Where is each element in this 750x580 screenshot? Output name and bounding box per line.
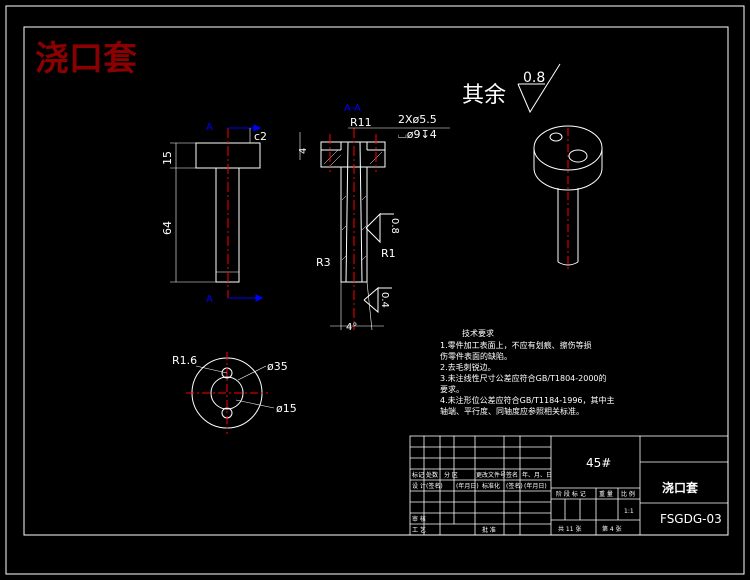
dim-height-main: 64 [161,221,174,235]
plan-centerlines [186,352,268,434]
note-line: 4.未注形位公差应符合GB/T1184-1996，其中主 [440,395,615,405]
surface-note-label: 其余 [462,83,506,108]
dim-height-top: 15 [161,151,174,165]
drawing-title: 浇口套 [35,39,137,79]
tb-sheets-total: 共 11 张 [558,525,581,533]
dim-radius-bottom: R3 [316,256,331,269]
tb-scale: 1:1 [624,508,634,515]
surface-roughness-value: 0.8 [523,70,545,86]
tb-material: 45# [586,456,611,470]
inner-frame [23,26,729,536]
tb-stage-label: 阶 段 标 记 [556,490,586,498]
tb-sign-cell: 标准化 [482,482,500,490]
dim-plan-radius: R1.6 [172,354,197,367]
section-label: A-A [344,103,361,114]
plan-dims [195,365,275,409]
cut-letter-bottom: A [206,294,213,305]
tb-sign-cell: 设 计 [412,482,426,490]
tb-weight-label: 重 量 [599,490,613,498]
roughness-symbol [517,63,561,114]
note-line: 轴端、平行度、同轴度应参照相关标准。 [440,406,584,416]
note-line: 伤零件表面的缺陷。 [440,351,512,361]
cut-letter-top: A [206,122,213,133]
dim-rough-low: 0.4 [379,292,390,308]
tb-sign-cell: (年月日) [456,482,479,490]
roughness-mid-symbol [365,212,394,244]
tb-sign-cell: (年月日) [524,482,547,490]
tb-rev-header: 年、月、日 [522,471,552,479]
tb-rev-header: 签名 [506,471,518,479]
dim-small-h: 4 [298,148,309,154]
tb-sign-cell: (签名) [426,482,443,490]
tb-rev-header: 分 区 [444,471,458,479]
tb-review: 审 核 [412,515,426,523]
tb-sign-cell: (签名) [506,482,523,490]
tb-rev-header: 处数 [426,471,438,479]
tech-notes: 技术要求 1.零件加工表面上，不应有划痕、擦伤等损 伤零件表面的缺陷。 2.去毛… [440,328,615,416]
note-line: 3.未注线性尺寸公差应符合GB/T1804-2000的 [440,373,607,383]
dim-plan-inner: ø15 [276,402,297,415]
tb-sheet-no: 第 4 张 [602,525,622,533]
tb-approve: 批 准 [482,526,496,534]
tb-drawing-no: FSGDG-03 [660,512,722,526]
dim-radius-top: R11 [350,116,372,129]
note-line: 1.零件加工表面上，不应有划痕、擦伤等损 [440,340,592,350]
section-centerline [329,128,377,330]
dim-chamfer: c2 [254,130,267,143]
note-line: 2.去毛刺锐边。 [440,362,496,372]
dim-radius-right: R1 [381,247,396,260]
isometric-view [533,125,603,266]
outer-frame [5,5,745,575]
title-block [409,435,729,536]
tb-process: 工 艺 [412,526,426,534]
front-dims [170,128,251,283]
section-dims [299,127,450,331]
notes-heading: 技术要求 [462,328,494,338]
dim-rough-mid: 0.8 [389,218,400,234]
roughness-low-symbol [363,286,392,314]
dim-counterbore: ⌴ø9↧4 [398,128,437,141]
note-line: 要求。 [440,384,464,394]
tb-rev-header: 更改文件号 [476,471,506,479]
cutting-plane-markers [228,124,264,302]
tb-scale-label: 比 例 [621,490,635,498]
dim-holes: 2Xø5.5 [398,113,437,126]
tb-rev-header: 标记 [412,471,424,479]
dim-angle: 4° [346,322,357,333]
tb-part-name: 浇口套 [662,480,699,495]
dim-plan-outer: ø35 [267,360,288,373]
